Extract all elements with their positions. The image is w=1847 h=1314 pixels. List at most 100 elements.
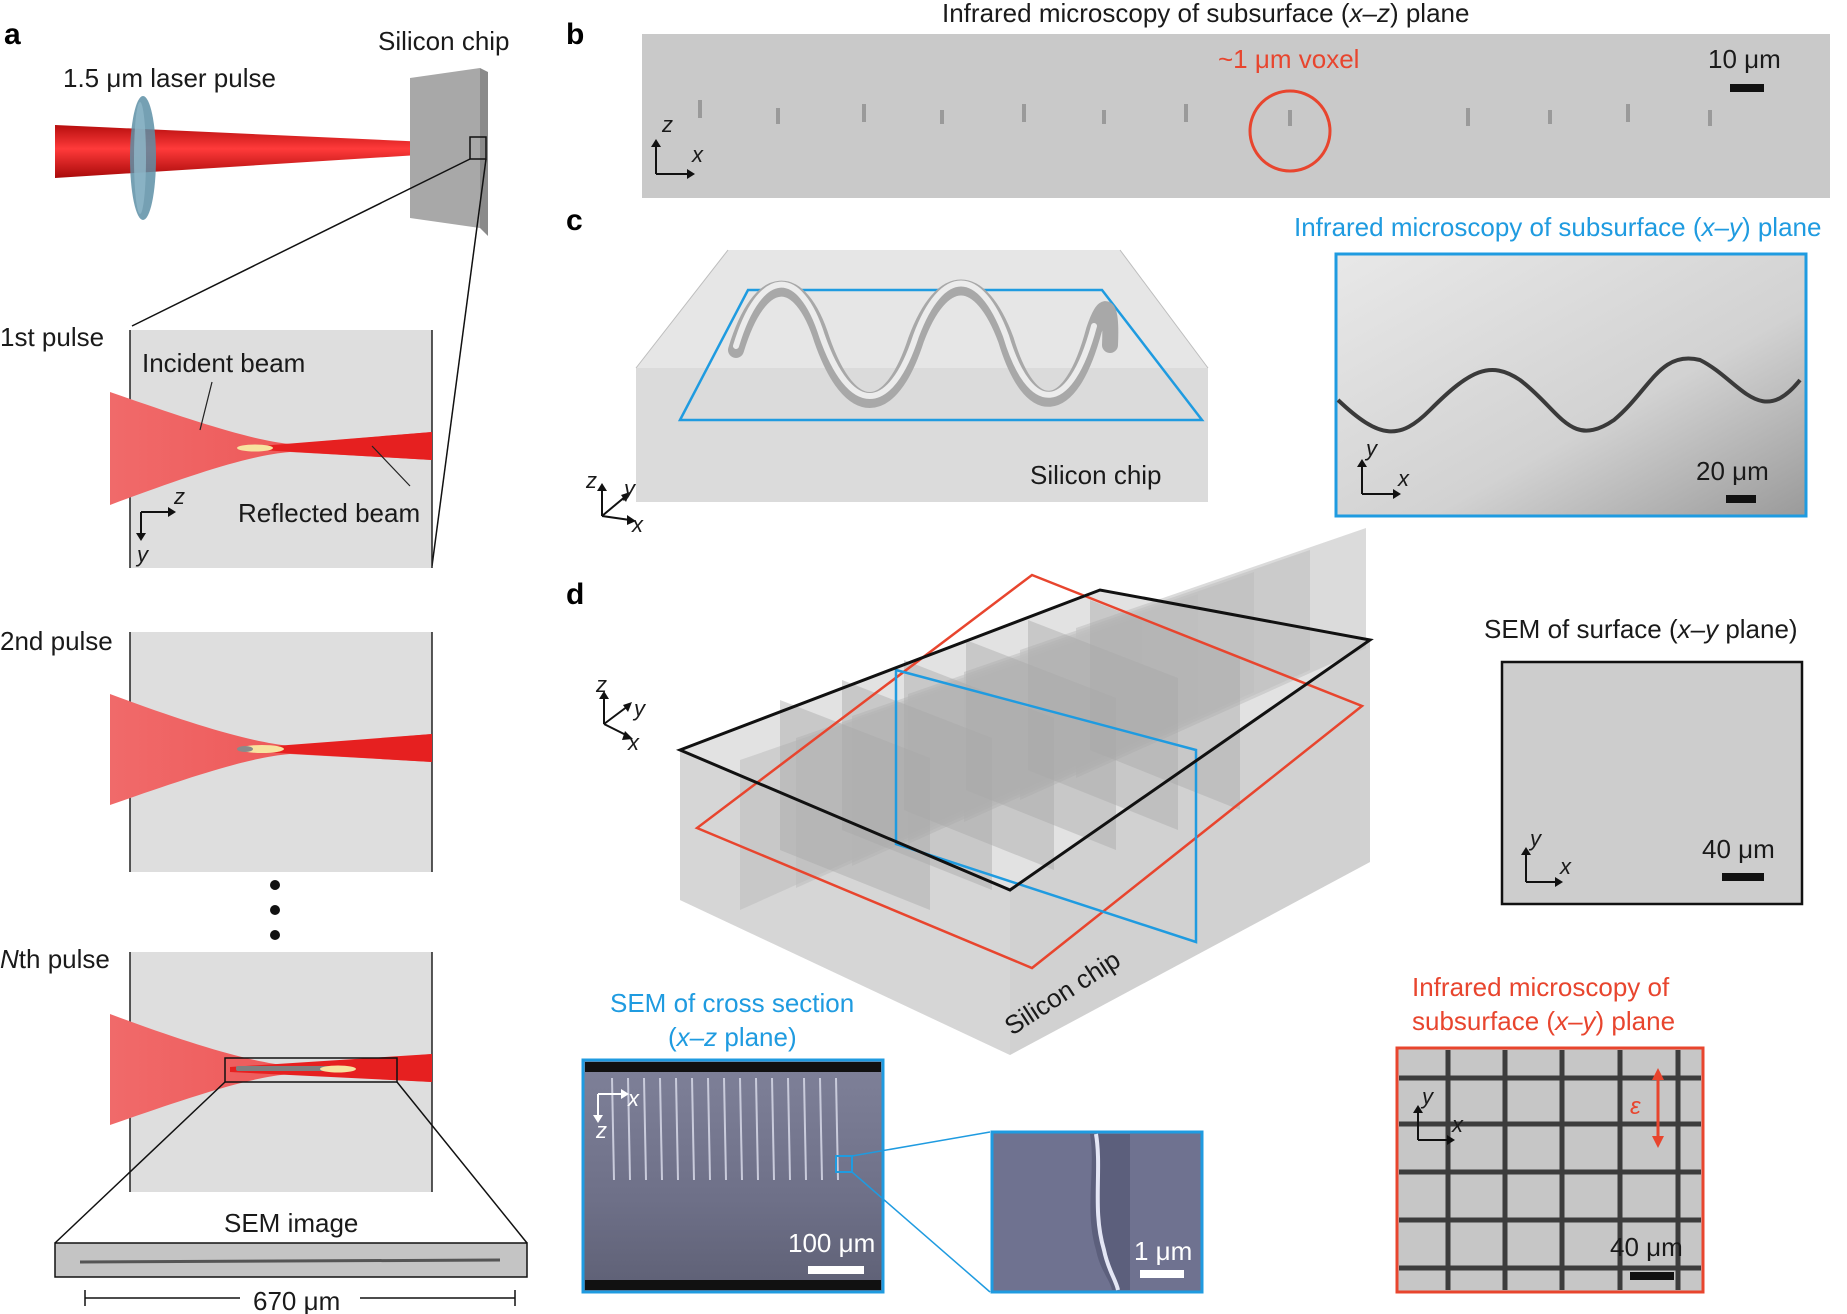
cross-wall-line [723,1077,727,1181]
cross-wall-line [707,1077,711,1181]
panel-c-axis-x: x [631,512,644,537]
sem-cross-title-line2: (x–z plane) [668,1022,797,1052]
cross-wall-line [691,1077,695,1181]
cross-wall-line [643,1077,647,1181]
ellipsis-dot-3 [270,930,280,940]
scale-670-label: 670 μm [253,1286,340,1314]
zoom-region-box [469,136,487,160]
panel-b-axis-x: x [691,142,704,167]
zoom-line-bottom [851,1171,991,1293]
panel-d-axis-z: z [595,672,607,697]
zoom-scale-bar [1140,1270,1184,1278]
cross-wall-line [675,1077,679,1181]
pulse-n-voxel [320,1065,356,1073]
laser-beam [55,125,450,178]
cross-wall-line [627,1077,631,1181]
cross-wall-line [739,1077,743,1181]
sem-zoom-line-left [54,1081,226,1244]
sem-cross-scale-label: 100 μm [788,1228,875,1258]
panel-b-scale-label: 10 μm [1708,44,1781,74]
ir-grid-axis-y: y [1420,1084,1435,1109]
axes-xy-icon-sem [1521,847,1563,887]
panel-c-axis-z: z [585,468,597,493]
zoom-scale-label: 1 μm [1134,1236,1192,1266]
panel-c-axis-y: y [622,476,637,501]
ir-xz-image [642,34,1830,198]
ir-grid-axis-x: x [1451,1112,1464,1137]
incident-beam-label: Incident beam [142,348,305,378]
grid-wall [1076,528,1366,778]
silicon-chip-edge [480,68,488,236]
zoom-wall-edge [1094,1133,1120,1291]
pulse-2-reflected-beam [262,734,432,762]
axes-xyz-icon-c [597,483,636,525]
sem-surface-title: SEM of surface (x–y plane) [1484,614,1798,644]
sem-surface-image [1500,660,1804,906]
ir-grid-scale-bar [1630,1272,1674,1280]
panel-letter-a: a [4,18,21,51]
grid-wall [966,640,1116,850]
panel-c-scale-bar [1726,495,1756,503]
voxel-label: ~1 μm voxel [1218,44,1359,74]
panel-letter-b: b [566,18,584,51]
silicon-chip-label: Silicon chip [378,26,510,56]
sem-surface-scale-label: 40 μm [1702,834,1775,864]
lens-highlight [134,102,146,214]
ir-xy-image [1334,252,1808,518]
epsilon-label: ε [1630,1093,1641,1120]
sem-cross-title-line1: SEM of cross section [610,988,854,1018]
voxel-highlight-circle [1248,89,1332,173]
voxel-marks [698,100,1712,126]
cross-wall-line [835,1077,839,1181]
axes-xz-icon-d [593,1089,629,1123]
silicon-chip-slab [410,68,480,228]
panel-b-scale-bar [1730,84,1764,92]
axes-xy-icon-ir [1413,1105,1455,1145]
sem-cross-axis-x: x [627,1086,640,1111]
panel-d-axis-x: x [627,730,640,755]
laser-pulse-label: 1.5 μm laser pulse [63,63,276,93]
epsilon-arrow [1652,1068,1664,1148]
panel-b-title: Infrared microscopy of subsurface (x–z) … [942,0,1469,28]
panel-letter-c: c [566,204,583,237]
panel-letter-d: d [566,578,584,611]
cross-wall-line [771,1077,775,1181]
ir-grid-title-line1: Infrared microscopy of [1412,972,1670,1002]
panel-c-chip-label: Silicon chip [1030,460,1162,490]
sem-surface-scale-bar [1722,873,1764,881]
reflected-beam-pointer [371,445,411,487]
axes-xy-icon-c [1357,459,1401,499]
xy-plane-outline [677,288,1205,422]
grid-wall [904,660,1054,870]
sem-surface-axis-x: x [1559,854,1572,879]
zoom-line-right [431,158,487,567]
axes-xyz-icon-d [599,691,633,740]
pulse-1-voxel [237,444,273,452]
grid-wall [780,700,930,910]
panel-c-title: Infrared microscopy of subsurface (x–y) … [1294,212,1821,242]
cross-section-walls [611,1077,839,1181]
ir-grid-title-line2: subsurface (x–y) plane [1412,1006,1675,1036]
zoom-line-left [131,158,471,327]
pulse-n-label: Nth pulse [0,944,110,974]
grid-wall [842,680,992,890]
ellipsis-dot-2 [270,905,280,915]
xz-cross-section-plane-outline [894,668,1198,944]
reflected-beam-label: Reflected beam [238,498,420,528]
panel-b-axis-z: z [661,112,673,137]
pulse-1-label: 1st pulse [0,322,104,352]
panel-c-scale-label: 20 μm [1696,456,1769,486]
sem-modification-trace [79,1258,501,1264]
pulse-1-reflected-beam [260,432,432,460]
axis-z-label: z [173,484,185,509]
axes-xz-icon [651,139,695,179]
sem-cross-scale-bar [808,1266,864,1274]
panel-c-img-axis-x: x [1397,466,1410,491]
panel-c-img-axis-y: y [1364,436,1379,461]
panel-d-axis-y: y [632,696,647,721]
helix-trace [1336,356,1802,434]
axes-zy-icon [136,507,176,541]
incident-beam-pointer [199,381,213,431]
helix-highlight [733,280,1097,399]
